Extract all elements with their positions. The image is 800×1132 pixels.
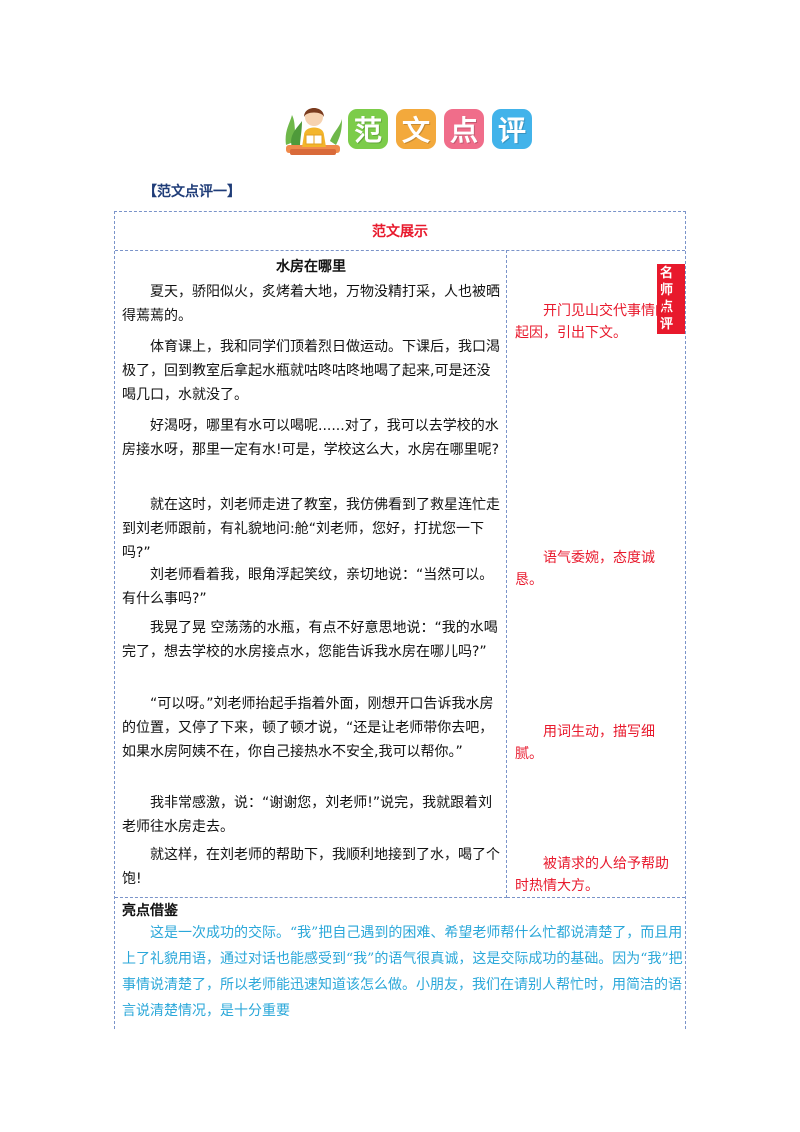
teacher-comment-badge: 名师点评: [657, 264, 685, 334]
title-tiles: 范 文 点 评: [348, 109, 532, 149]
essay-paragraph-3: 好渴呀，哪里有水可以喝呢......对了，我可以去学校的水房接水呀，那里一定有水…: [122, 418, 500, 458]
teacher-comment-column: 名师点评 开门见山交代事情的起因，引出下文。 语气委婉，态度诚恳。 用词生动，描…: [507, 250, 685, 898]
comment-2: 语气委婉，态度诚恳。: [515, 550, 655, 588]
highlight-section: 亮点借鉴 这是一次成功的交际。“我”把自己遇到的困难、希望老师帮什么忙都说清楚了…: [115, 898, 685, 1030]
title-banner: 范 文 点 评: [282, 101, 532, 157]
comment-3: 用词生动，描写细腻。: [515, 724, 655, 762]
title-char-2: 文: [396, 109, 436, 149]
highlight-title: 亮点借鉴: [122, 903, 178, 919]
essay-paragraph-5: 刘老师看着我，眼角浮起笑纹，亲切地说：“当然可以。有什么事吗?”: [122, 567, 494, 607]
section-label: 【范文点评一】: [143, 184, 241, 200]
essay-column: 水房在哪里 夏天，骄阳似火，炙烤着大地，万物没精打采，人也被晒得蔫蔫的。 体育课…: [115, 250, 507, 898]
girl-reading-illustration-icon: [285, 108, 342, 155]
title-char-4: 评: [492, 109, 532, 149]
highlight-text: 这是一次成功的交际。“我”把自己遇到的困难、希望老师帮什么忙都说清楚了，而且用上…: [122, 925, 683, 1019]
essay-table: 范文展示 水房在哪里 夏天，骄阳似火，炙烤着大地，万物没精打采，人也被晒得蔫蔫的…: [114, 211, 686, 1029]
comment-4: 被请求的人给予帮助时热情大方。: [515, 856, 669, 894]
comment-1: 开门见山交代事情的起因，引出下文。: [515, 303, 669, 341]
table-header: 范文展示: [115, 212, 685, 251]
essay-paragraph-4: 就在这时，刘老师走进了教室，我仿佛看到了救星连忙走到刘老师跟前，有礼貌地问:舱“…: [122, 497, 500, 561]
essay-paragraph-2: 体育课上，我和同学们顶着烈日做运动。下课后，我口渴极了，回到教室后拿起水瓶就咕咚…: [122, 339, 500, 403]
essay-title: 水房在哪里: [276, 259, 346, 275]
essay-paragraph-8: 我非常感激，说：“谢谢您，刘老师!”说完，我就跟着刘老师往水房走去。: [122, 795, 493, 835]
essay-paragraph-6: 我晃了晃 空荡荡的水瓶，有点不好意思地说：“我的水喝完了，想去学校的水房接点水，…: [122, 620, 498, 660]
essay-paragraph-7: “可以呀。”刘老师抬起手指着外面，刚想开口告诉我水房的位置，又停了下来，顿了顿才…: [122, 696, 494, 760]
essay-paragraph-9: 就这样，在刘老师的帮助下，我顺利地接到了水，喝了个饱!: [122, 847, 500, 887]
title-char-1: 范: [348, 109, 388, 149]
essay-paragraph-1: 夏天，骄阳似火，炙烤着大地，万物没精打采，人也被晒得蔫蔫的。: [122, 284, 500, 324]
title-char-3: 点: [444, 109, 484, 149]
